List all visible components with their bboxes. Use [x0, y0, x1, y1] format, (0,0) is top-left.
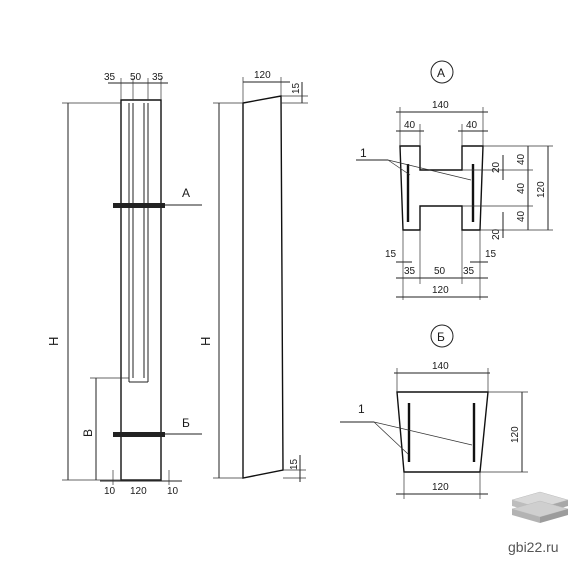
section-a-flange-dim-right: 40 [466, 120, 478, 131]
side-top-dim: 120 [254, 70, 271, 81]
front-bottom-dim-1: 10 [104, 486, 116, 497]
section-a-flange-dim-left: 40 [404, 120, 416, 131]
front-view: А Б 35 50 35 H B 10 120 10 [46, 72, 202, 497]
section-b-height: 120 [510, 426, 521, 443]
front-top-dim-3: 35 [152, 72, 164, 83]
front-top-dim-2: 50 [130, 72, 142, 83]
section-a-bottom-dim-1: 35 [404, 266, 416, 277]
section-a-bottom-width: 120 [432, 285, 449, 296]
section-a-right-dim-1: 40 [516, 153, 527, 165]
section-mark-a: А [182, 186, 190, 200]
section-a-rebar-callout: 1 [360, 146, 367, 160]
section-a-profile [399, 145, 484, 231]
front-bottom-dim-3: 10 [167, 486, 179, 497]
front-sub-height-label: B [81, 429, 95, 437]
section-b-marker: Б [437, 330, 445, 344]
section-a-overall-height: 120 [536, 181, 547, 198]
side-view-outline [242, 95, 284, 479]
front-view-outline [120, 99, 162, 481]
section-a-bottom-dim-3: 35 [463, 266, 475, 277]
section-a: А 140 40 40 1 40 40 40 20 [356, 60, 553, 300]
side-top-offset: 15 [291, 82, 302, 94]
front-height-label: H [46, 337, 61, 346]
front-view-groove [128, 103, 149, 383]
section-a-side-dim-right: 15 [485, 249, 497, 260]
section-a-bottom-dim-2: 50 [434, 266, 446, 277]
watermark: gbi22.ru [508, 491, 569, 555]
section-b: Б 140 1 120 120 [340, 324, 528, 499]
watermark-site: gbi22.ru [508, 539, 559, 555]
section-a-small-dim-bottom: 20 [491, 228, 502, 240]
front-bottom-dim-2: 120 [130, 486, 147, 497]
section-a-marker-circle [430, 60, 454, 84]
side-view: 120 15 H 15 [198, 70, 308, 482]
section-a-right-dim-3: 40 [516, 210, 527, 222]
section-a-top-width: 140 [432, 100, 449, 111]
section-a-marker: А [437, 66, 445, 80]
side-height-label: H [198, 337, 213, 346]
section-a-right-dim-2: 40 [516, 182, 527, 194]
section-mark-b: Б [182, 416, 190, 430]
front-top-dim-1: 35 [104, 72, 116, 83]
section-b-marker-circle [430, 324, 454, 348]
section-a-side-dim-left: 15 [385, 249, 397, 260]
section-a-small-dim-top: 20 [491, 161, 502, 173]
section-b-bottom-width: 120 [432, 482, 449, 493]
section-b-band [113, 432, 165, 437]
watermark-logo [511, 491, 569, 523]
section-a-band [113, 203, 165, 208]
side-bottom-offset: 15 [289, 458, 300, 470]
section-b-rebar-callout: 1 [358, 402, 365, 416]
section-b-top-width: 140 [432, 361, 449, 372]
